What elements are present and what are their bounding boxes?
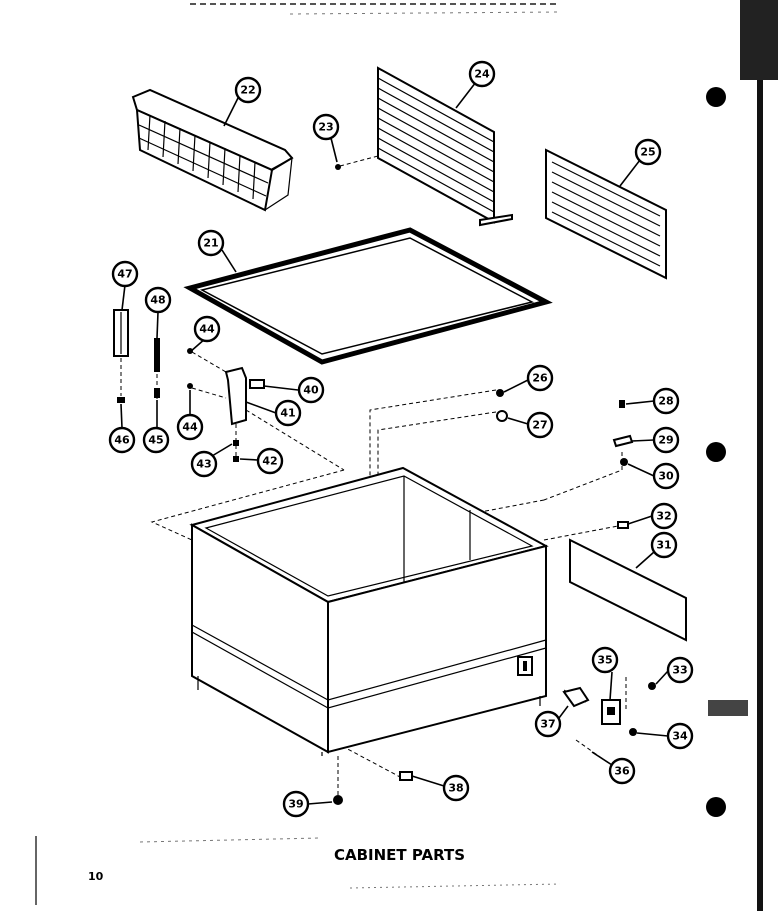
- lid-gasket: [183, 227, 553, 365]
- svg-text:25: 25: [640, 146, 655, 159]
- callout-24: 24: [468, 60, 496, 88]
- svg-text:29: 29: [658, 434, 673, 447]
- callout-38: 38: [442, 774, 470, 802]
- callout-42: 42: [256, 447, 284, 475]
- freezer-cabinet: [189, 466, 549, 756]
- page-title: CABINET PARTS: [334, 846, 465, 864]
- callout-36: 36: [608, 757, 636, 785]
- callout-26: 26: [526, 364, 554, 392]
- callout-48: 48: [144, 286, 172, 314]
- callout-32: 32: [650, 502, 678, 530]
- svg-text:42: 42: [262, 455, 277, 468]
- callout-44-lower: 44: [176, 413, 204, 441]
- callout-23: 23: [312, 113, 340, 141]
- svg-text:21: 21: [203, 237, 218, 250]
- back-panel: [569, 538, 687, 642]
- svg-text:28: 28: [658, 395, 673, 408]
- callout-43: 43: [190, 450, 218, 478]
- svg-text:32: 32: [656, 510, 671, 523]
- callout-47: 47: [111, 260, 139, 288]
- svg-text:41: 41: [280, 407, 295, 420]
- svg-text:44: 44: [182, 421, 198, 434]
- callout-29: 29: [652, 426, 680, 454]
- callout-31: 31: [650, 531, 678, 559]
- svg-text:36: 36: [614, 765, 630, 778]
- callout-44-upper: 44: [193, 315, 221, 343]
- svg-text:45: 45: [148, 434, 163, 447]
- callout-41: 41: [274, 399, 302, 427]
- callout-22: 22: [234, 76, 262, 104]
- svg-text:22: 22: [240, 84, 255, 97]
- hinge-assembly: [187, 348, 345, 471]
- scan-noise: [35, 0, 778, 911]
- svg-text:39: 39: [288, 798, 303, 811]
- control-parts: [333, 155, 656, 805]
- callout-27: 27: [526, 411, 554, 439]
- svg-text:37: 37: [540, 718, 555, 731]
- svg-text:30: 30: [658, 470, 674, 483]
- callout-33: 33: [666, 656, 694, 684]
- svg-text:31: 31: [656, 539, 671, 552]
- svg-text:40: 40: [303, 384, 319, 397]
- svg-text:48: 48: [150, 294, 165, 307]
- svg-text:33: 33: [672, 664, 687, 677]
- svg-text:38: 38: [448, 782, 463, 795]
- callout-45: 45: [142, 426, 170, 454]
- svg-text:27: 27: [532, 419, 547, 432]
- svg-text:43: 43: [196, 458, 211, 471]
- callout-40: 40: [297, 376, 325, 404]
- callout-37: 37: [534, 710, 562, 738]
- callout-46: 46: [108, 426, 136, 454]
- wire-basket: [131, 88, 294, 212]
- svg-text:23: 23: [318, 121, 333, 134]
- callout-28: 28: [652, 387, 680, 415]
- evaporator-panel: [377, 66, 513, 227]
- svg-text:34: 34: [672, 730, 688, 743]
- svg-text:44: 44: [199, 323, 215, 336]
- svg-text:35: 35: [597, 654, 612, 667]
- callout-34: 34: [666, 722, 694, 750]
- callout-35: 35: [591, 646, 619, 674]
- page-number: 10: [88, 870, 104, 883]
- callout-39: 39: [282, 790, 310, 818]
- svg-text:26: 26: [532, 372, 548, 385]
- callout-21: 21: [197, 229, 225, 257]
- svg-text:47: 47: [117, 268, 132, 281]
- svg-text:46: 46: [114, 434, 130, 447]
- binder-holes: [706, 87, 726, 817]
- svg-text:24: 24: [474, 68, 490, 81]
- condenser-panel: [545, 148, 667, 280]
- callout-25: 25: [634, 138, 662, 166]
- callout-30: 30: [652, 462, 680, 490]
- hinge-parts-left: [113, 309, 160, 403]
